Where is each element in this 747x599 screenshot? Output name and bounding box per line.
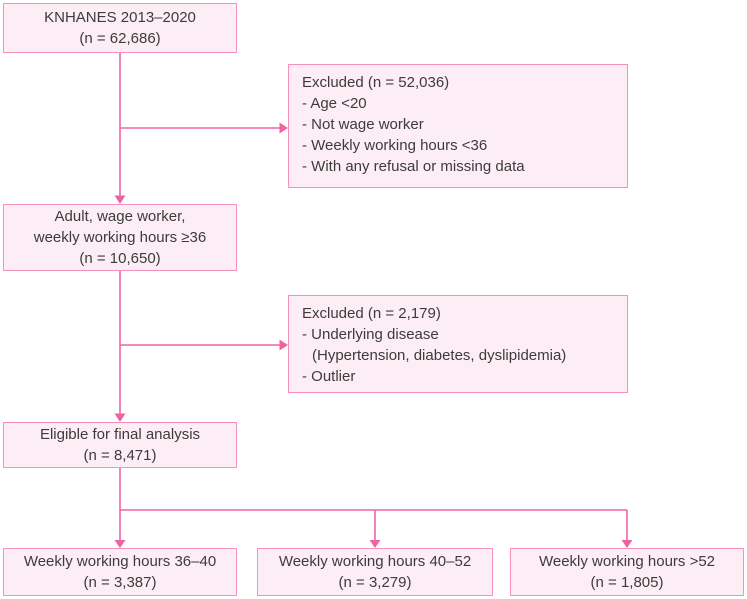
node-eligible: Eligible for final analysis (n = 8,471): [3, 422, 237, 468]
node-excluded-first: Excluded (n = 52,036) - Age <20 - Not wa…: [288, 64, 628, 188]
node-knhanes: KNHANES 2013–2020 (n = 62,686): [3, 3, 237, 53]
node-line: Adult, wage worker,: [54, 208, 186, 225]
node-line: Eligible for final analysis: [39, 426, 201, 443]
node-hours-gt-52: Weekly working hours >52 (n = 1,805): [510, 548, 744, 596]
arrow-to-hours-gt-52: [621, 510, 633, 548]
node-excluded-second: Excluded (n = 2,179) - Underlying diseas…: [288, 295, 628, 393]
node-line: KNHANES 2013–2020: [44, 9, 196, 26]
node-line: Weekly working hours >52: [538, 553, 716, 570]
node-line: (n = 10,650): [79, 250, 161, 267]
node-line: - Underlying disease: [302, 326, 439, 343]
node-line: (n = 1,805): [590, 574, 664, 591]
arrow-to-excluded-first: [120, 122, 288, 134]
node-line: - Outlier: [302, 368, 356, 385]
node-line: (Hypertension, diabetes, dyslipidemia): [312, 347, 567, 364]
node-line: Weekly working hours 40–52: [278, 553, 472, 570]
node-line: (n = 3,387): [83, 574, 157, 591]
node-line: weekly working hours ≥36: [33, 229, 207, 246]
node-line: (n = 3,279): [338, 574, 412, 591]
connector-eligible-to-rail: [119, 468, 627, 511]
node-hours-40-52: Weekly working hours 40–52 (n = 3,279): [257, 548, 493, 596]
node-adult-wage-worker: Adult, wage worker, weekly working hours…: [3, 204, 237, 271]
node-line: - Age <20: [302, 95, 367, 112]
node-line: (n = 62,686): [79, 30, 161, 47]
node-line: Excluded (n = 52,036): [302, 74, 450, 91]
arrow-to-hours-40-52: [369, 510, 381, 548]
node-line: (n = 8,471): [83, 447, 157, 464]
node-line: Excluded (n = 2,179): [302, 305, 441, 322]
node-line: Weekly working hours 36–40: [23, 553, 217, 570]
arrow-to-excluded-second: [120, 339, 288, 351]
node-line: - Not wage worker: [302, 116, 424, 133]
arrow-knhanes-to-adult: [114, 53, 126, 204]
arrow-adult-to-eligible: [114, 271, 126, 422]
node-hours-36-40: Weekly working hours 36–40 (n = 3,387): [3, 548, 237, 596]
node-line: - Weekly working hours <36: [302, 137, 488, 154]
node-line: - With any refusal or missing data: [302, 158, 525, 175]
arrow-to-hours-36-40: [114, 510, 126, 548]
